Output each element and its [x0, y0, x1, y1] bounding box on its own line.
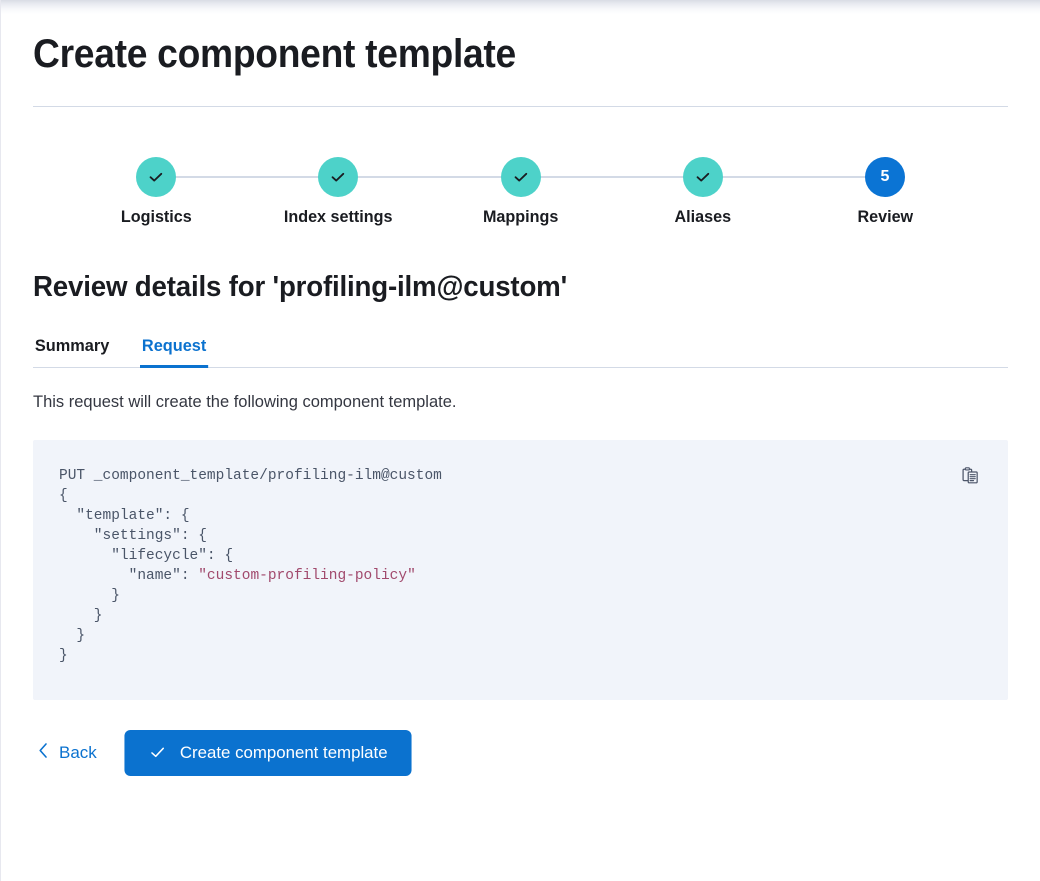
page-content: Create component template Logistics [1, 0, 1040, 776]
step-mappings[interactable]: Mappings [429, 157, 611, 227]
step-label: Index settings [283, 207, 393, 226]
request-code-panel: PUT _component_template/profiling-ilm@cu… [33, 439, 1008, 700]
step-status-complete-icon [136, 157, 177, 197]
request-description: This request will create the following c… [33, 392, 457, 411]
review-tabs: Summary Request [33, 330, 1008, 368]
request-string-value: "custom-profiling-policy" [198, 567, 416, 584]
form-actions: Back Create component template [33, 729, 1008, 776]
copy-clipboard-icon[interactable] [958, 464, 982, 488]
step-label: Logistics [120, 207, 192, 226]
tab-request[interactable]: Request [140, 330, 209, 368]
create-component-template-button[interactable]: Create component template [124, 729, 412, 776]
review-heading: Review details for 'profiling-ilm@custom… [33, 271, 568, 303]
step-status-complete-icon [682, 157, 723, 197]
request-method-line: PUT _component_template/profiling-ilm@cu… [59, 467, 442, 484]
step-label: Aliases [674, 207, 731, 226]
tab-summary[interactable]: Summary [33, 330, 111, 367]
page-title: Create component template [33, 32, 516, 76]
step-logistics[interactable]: Logistics [65, 157, 247, 227]
step-number-badge: 5 [864, 157, 905, 197]
back-button[interactable]: Back [33, 734, 101, 772]
back-button-label: Back [59, 742, 97, 762]
step-review[interactable]: 5 Review [794, 157, 976, 227]
create-component-template-label: Create component template [179, 742, 388, 762]
header-divider [33, 106, 1008, 107]
step-aliases[interactable]: Aliases [612, 157, 794, 227]
step-label: Mappings [482, 207, 559, 226]
step-label: Review [857, 207, 913, 226]
step-index-settings[interactable]: Index settings [247, 157, 429, 227]
wizard-stepper: Logistics Index settings Mappings [33, 157, 1008, 227]
request-code: PUT _component_template/profiling-ilm@cu… [59, 466, 984, 666]
chevron-left-icon [37, 742, 50, 764]
step-status-complete-icon [500, 157, 541, 197]
step-status-complete-icon [318, 157, 359, 197]
check-icon [148, 743, 167, 762]
request-body: { "template": { "settings": { "lifecycle… [59, 487, 416, 664]
